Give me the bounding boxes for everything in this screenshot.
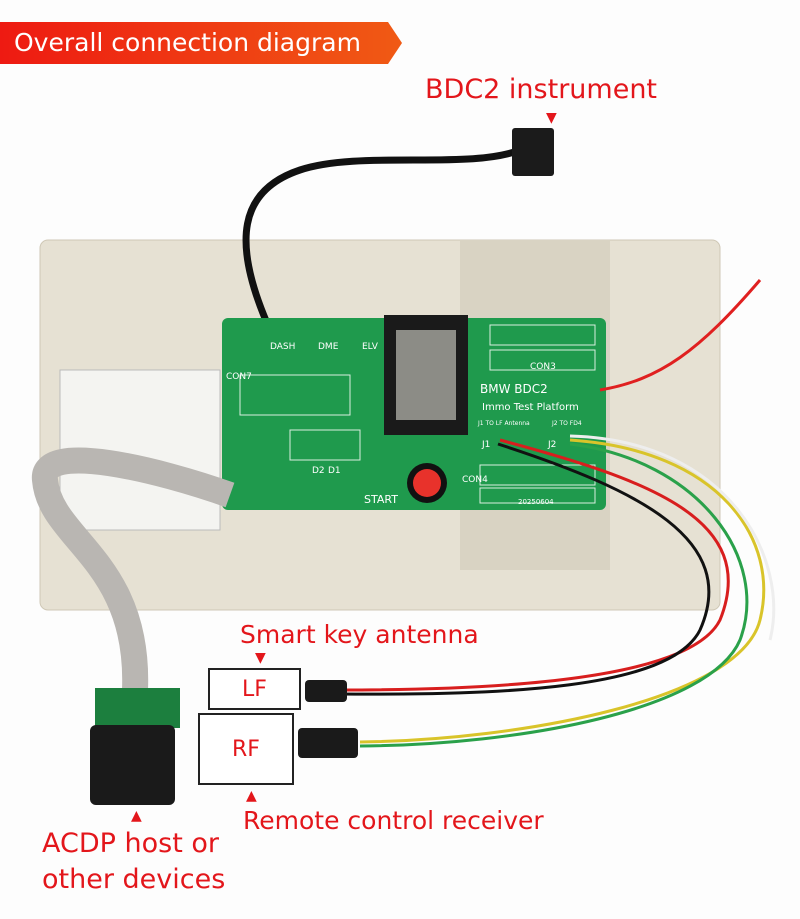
arrow-down-icon: ▼ [546,110,557,126]
dash-label: DASH [270,342,296,352]
section-title-banner: Overall connection diagram [0,22,402,64]
elv-label: ELV [362,342,378,352]
con4-label: CON4 [462,475,488,485]
con3-label: CON3 [530,362,556,372]
acdp-label-line2: other devices [42,864,226,895]
j1-note: J1 TO LF Antenna [478,420,530,427]
con7-label: CON7 [226,372,252,382]
ribbon-cable [32,447,235,691]
rf-receiver-module [298,728,358,758]
arrow-up-icon: ▲ [246,788,257,804]
instrument-connector [512,128,554,176]
j1-label: J1 [482,440,491,450]
lf-antenna-module [305,680,347,702]
arrow-down-icon: ▼ [255,650,266,666]
pcb-subtitle: Immo Test Platform [482,402,579,413]
instrument-cable [242,146,522,332]
smart-key-antenna-label: Smart key antenna [240,620,479,649]
j2-note: J2 TO FD4 [552,420,582,427]
remote-control-receiver-label: Remote control receiver [243,806,544,835]
arrow-up-icon: ▲ [131,808,142,824]
adapter-board [95,688,180,728]
lf-box: LF [208,668,301,710]
dme-label: DME [318,342,339,352]
rf-box: RF [198,713,294,785]
pcb-brand: BMW BDC2 [480,382,548,396]
d1-label: D1 [328,466,341,476]
start-label: START [364,493,398,506]
pcb-date: 20250604 [518,498,554,506]
d2-label: D2 [312,466,325,476]
acdp-label-line1: ACDP host or [42,828,219,859]
bdc2-instrument-label: BDC2 instrument [425,74,658,105]
start-button [413,469,441,497]
j2-label: J2 [548,440,557,450]
acdp-connector [90,725,175,805]
